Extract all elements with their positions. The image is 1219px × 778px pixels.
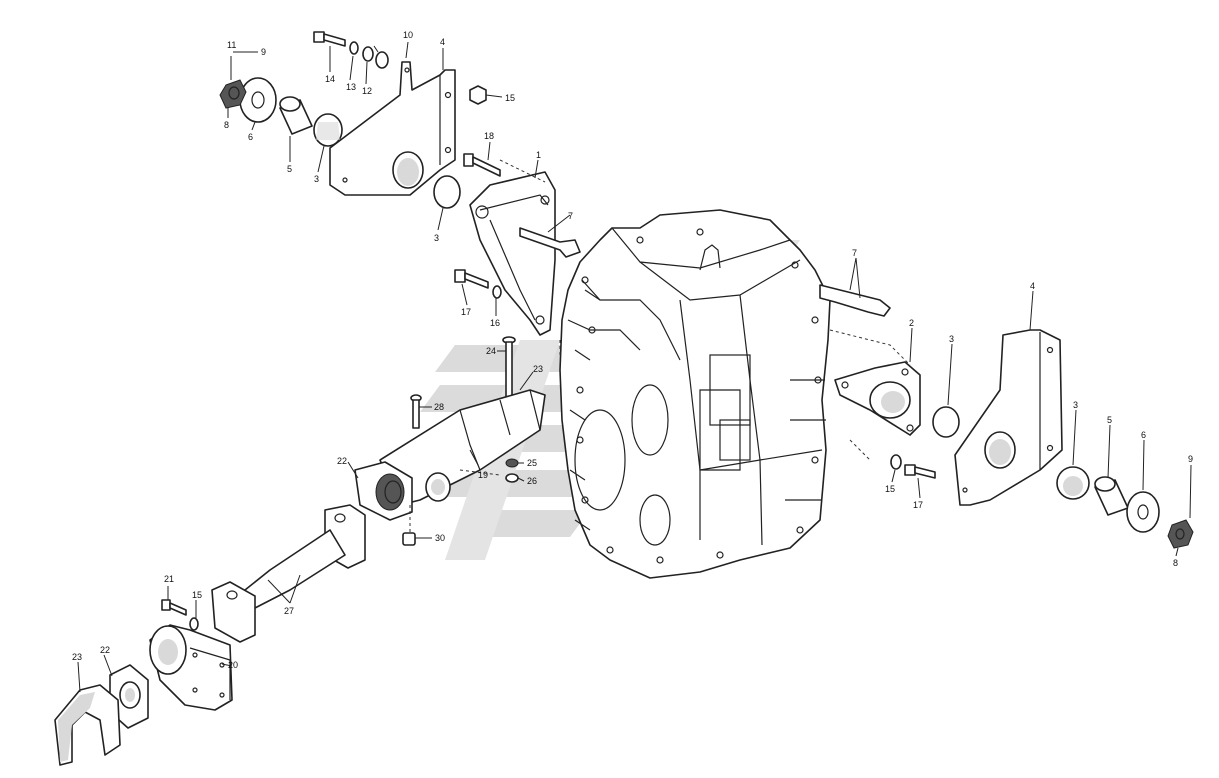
callout-30: 30: [435, 533, 445, 543]
callout-12: 12: [362, 86, 372, 96]
washer-11-top: [375, 51, 389, 69]
bolt-18: [463, 153, 501, 177]
bolt-14: [313, 31, 346, 47]
bracket-1: [469, 171, 556, 336]
callout-20: 20: [228, 660, 238, 670]
bolt-28: [410, 394, 422, 429]
callout-25: 25: [527, 458, 537, 468]
callout-15-low: 15: [192, 590, 202, 600]
stud-7-right: [819, 284, 891, 317]
callout-9-right: 9: [1188, 454, 1193, 464]
callout-6-right: 6: [1141, 430, 1146, 440]
spacer-5-right: [1094, 476, 1129, 516]
bushing-3-top: [313, 113, 343, 147]
callout-8-top: 8: [224, 120, 229, 130]
bracket-4-top: [329, 61, 456, 196]
bolt-17-left: [454, 269, 489, 289]
bushing-3-right: [932, 406, 960, 438]
washer-16-left: [492, 285, 502, 299]
callout-4-right: 4: [1030, 281, 1035, 291]
callout-13: 13: [346, 82, 356, 92]
bushing-3-right-bracket: [984, 431, 1016, 469]
callout-15-top: 15: [505, 93, 515, 103]
washer-25: [505, 458, 519, 468]
callout-23-low: 23: [72, 652, 82, 662]
callout-17-left: 17: [461, 307, 471, 317]
callout-18: 18: [484, 131, 494, 141]
callout-labels: 11 10 4 14 13 12 9 8 6 5 3 15 18 1 7 3 1…: [72, 30, 1193, 670]
nut-26: [505, 473, 519, 483]
callout-15-right: 15: [885, 484, 895, 494]
callout-3-mid: 3: [434, 233, 439, 243]
callout-28: 28: [434, 402, 444, 412]
flange-plate-2: [834, 361, 921, 436]
washer-12: [362, 46, 374, 62]
washer-6-right: [1126, 491, 1160, 533]
housing-20: [149, 624, 233, 711]
callout-21: 21: [164, 574, 174, 584]
nut-8-right: [1167, 519, 1194, 549]
bushing-22-low: [109, 664, 149, 729]
callout-3-far: 3: [1073, 400, 1078, 410]
callout-3-right: 3: [949, 334, 954, 344]
shaft-27: [244, 504, 366, 609]
callout-5-top: 5: [287, 164, 292, 174]
callout-24: 24: [486, 346, 496, 356]
bushing-3-far: [1056, 466, 1090, 500]
callout-3-top: 3: [314, 174, 319, 184]
callout-7-right: 7: [852, 248, 857, 258]
bushing-3-top-bracket: [392, 151, 424, 189]
bracket-block-low: [211, 581, 256, 643]
callout-8-right: 8: [1173, 558, 1178, 568]
gearbox-housing: [559, 209, 831, 579]
callout-14: 14: [325, 74, 335, 84]
stud-7-left: [519, 227, 581, 258]
nut-30: [402, 532, 416, 546]
washer-6-top: [239, 77, 277, 123]
callout-11-top: 11: [227, 40, 236, 50]
nut-8-top: [219, 79, 247, 109]
callout-23-mid: 23: [533, 364, 543, 374]
callout-9-top: 9: [261, 47, 266, 57]
bushing-3-left: [433, 175, 461, 209]
support-arm-23: [379, 389, 546, 506]
leader-lines: [77, 41, 1192, 693]
mount-block-22-mid: [354, 461, 413, 521]
callout-6-top: 6: [248, 132, 253, 142]
washer-15-right: [890, 454, 902, 470]
callout-10: 10: [403, 30, 413, 40]
bolt-17-right: [904, 464, 936, 479]
callout-17-right: 17: [913, 500, 923, 510]
callout-19: 19: [478, 470, 488, 480]
callout-2: 2: [909, 318, 914, 328]
callout-26: 26: [527, 476, 537, 486]
bolt-21: [161, 599, 187, 616]
callout-22-mid: 22: [337, 456, 347, 466]
washer-15-low: [189, 617, 199, 631]
callout-16-left: 16: [490, 318, 500, 328]
nut-15-top: [469, 85, 487, 105]
callout-22-low: 22: [100, 645, 110, 655]
washer-13: [349, 41, 359, 55]
spacer-5-top: [279, 96, 313, 135]
strap-23-low: [54, 684, 121, 766]
callout-1: 1: [536, 150, 541, 160]
callout-5-right: 5: [1107, 415, 1112, 425]
bracket-4-right: [954, 329, 1063, 506]
callout-4-top: 4: [440, 37, 445, 47]
callout-7-left: 7: [568, 211, 573, 221]
callout-27: 27: [284, 606, 294, 616]
